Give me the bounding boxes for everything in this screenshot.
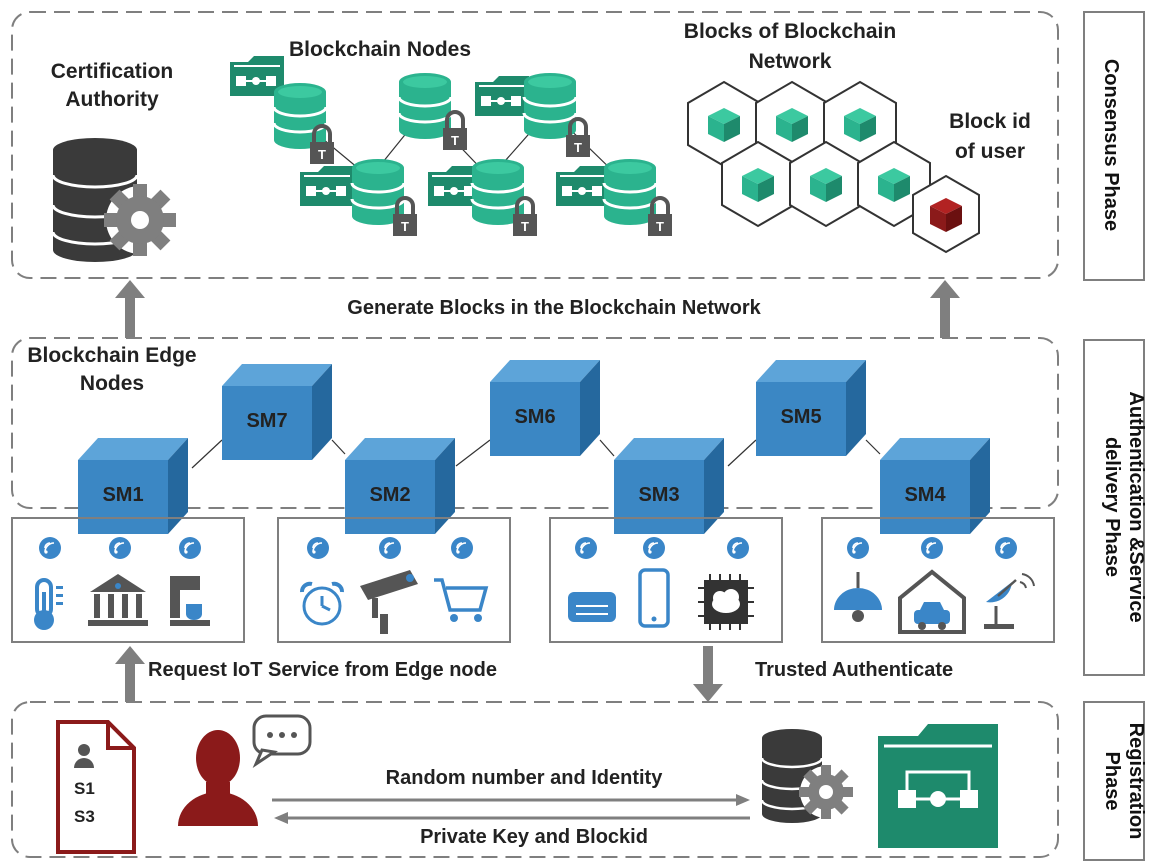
reg-phase-label-line1: Registration xyxy=(1125,723,1147,840)
doc-line2: S3 xyxy=(74,807,95,826)
wifi-icon xyxy=(306,536,330,560)
ca-label-line1: Certification xyxy=(51,60,174,83)
sm7-label: SM7 xyxy=(246,410,287,432)
request-service-label: Request IoT Service from Edge node xyxy=(148,659,497,681)
router-icon xyxy=(568,592,616,622)
wifi-icon xyxy=(378,536,402,560)
up-arrow-right xyxy=(930,280,960,338)
edge-label-line2: Nodes xyxy=(80,372,144,395)
sm7-node: SM7 xyxy=(222,364,332,460)
chat-bubble-icon xyxy=(252,714,312,769)
lock-icon xyxy=(391,196,419,238)
trusted-authenticate-label: Trusted Authenticate xyxy=(755,659,953,681)
coffee-machine-icon xyxy=(170,576,210,626)
wifi-icon xyxy=(642,536,666,560)
private-key-label: Private Key and Blockid xyxy=(420,826,648,848)
blockchain-node xyxy=(272,81,328,151)
arrow-to-user xyxy=(274,812,750,824)
smartphone-icon xyxy=(638,568,670,628)
registration-region xyxy=(11,701,1059,858)
lock-icon xyxy=(511,196,539,238)
shopping-cart-icon xyxy=(434,578,489,622)
registration-server-icon xyxy=(760,729,853,823)
sm1-label: SM1 xyxy=(102,484,143,506)
blockchain-node xyxy=(299,165,355,207)
sm2-label: SM2 xyxy=(369,484,410,506)
gear-icon xyxy=(799,765,853,819)
edge-links xyxy=(191,439,881,469)
auth-phase-label-line2: delivery Phase xyxy=(1101,437,1123,577)
trusted-down-arrow xyxy=(693,646,723,702)
iot-box-1 xyxy=(11,517,245,643)
user-icon xyxy=(178,730,258,826)
certification-authority-icon xyxy=(51,138,176,262)
user-block-hexagon xyxy=(912,174,980,254)
iot-box-4 xyxy=(821,517,1055,643)
bank-icon xyxy=(88,574,148,626)
chip-cloud-icon xyxy=(698,574,754,630)
blockchain-nodes-network xyxy=(229,55,674,238)
blockchain-nodes-label: Blockchain Nodes xyxy=(289,38,471,61)
wifi-icon xyxy=(108,536,132,560)
auth-region xyxy=(11,337,1059,509)
random-number-label: Random number and Identity xyxy=(386,767,664,789)
wifi-icon xyxy=(450,536,474,560)
sm6-label: SM6 xyxy=(514,406,555,428)
sm6-node: SM6 xyxy=(490,360,600,456)
blockchain-node xyxy=(474,75,530,117)
blocks-network-label-line1: Blocks of Blockchain xyxy=(684,20,896,43)
auth-phase-box xyxy=(1083,339,1145,676)
wifi-icon xyxy=(38,536,62,560)
security-camera-icon xyxy=(360,570,418,634)
alarm-clock-icon xyxy=(300,581,344,626)
wifi-icon xyxy=(994,536,1018,560)
sm4-label: SM4 xyxy=(904,484,946,506)
wifi-icon xyxy=(726,536,750,560)
blocks-network-label-line2: Network xyxy=(749,50,832,73)
sm5-label: SM5 xyxy=(780,406,821,428)
wifi-icon xyxy=(178,536,202,560)
edge-label-line1: Blockchain Edge xyxy=(27,344,196,367)
sm3-label: SM3 xyxy=(638,484,679,506)
consensus-phase-box xyxy=(1083,11,1145,281)
arrow-to-server xyxy=(272,794,750,806)
document-icon: S1 S3 xyxy=(56,720,136,854)
lock-icon xyxy=(441,110,469,152)
blockid-label-line1: Block id xyxy=(949,110,1031,133)
garage-icon xyxy=(898,569,966,634)
blockchain-blocks xyxy=(687,81,980,254)
iot-box-3 xyxy=(549,517,783,643)
request-up-arrow xyxy=(115,646,145,702)
lock-icon xyxy=(564,117,592,159)
gear-icon xyxy=(104,184,176,256)
reg-phase-label-line2: Phase xyxy=(1101,752,1123,811)
lamp-icon xyxy=(834,572,882,622)
sm5-node: SM5 xyxy=(756,360,866,456)
sm1-node: SM1 xyxy=(78,438,188,534)
satellite-dish-icon xyxy=(984,573,1035,629)
generate-blocks-label: Generate Blocks in the Blockchain Networ… xyxy=(347,297,761,319)
registration-folder-icon xyxy=(878,724,998,848)
up-arrow-left xyxy=(115,280,145,338)
sm2-node: SM2 xyxy=(345,438,455,534)
auth-phase-label-line1: Authentication &Service xyxy=(1125,391,1147,622)
sm4-node: SM4 xyxy=(880,438,990,534)
thermometer-icon xyxy=(34,578,63,630)
wifi-icon xyxy=(846,536,870,560)
doc-line1: S1 xyxy=(74,779,95,798)
wifi-icon xyxy=(920,536,944,560)
blockid-label-line2: of user xyxy=(955,140,1025,163)
consensus-region xyxy=(11,11,1059,279)
consensus-phase-label: Consensus Phase xyxy=(1100,59,1122,231)
sm3-node: SM3 xyxy=(614,438,724,534)
wifi-icon xyxy=(574,536,598,560)
ca-label-line2: Authority xyxy=(65,88,159,111)
iot-box-2 xyxy=(277,517,511,643)
blockchain-node xyxy=(555,165,611,207)
lock-icon xyxy=(646,196,674,238)
reg-phase-box xyxy=(1083,701,1145,861)
